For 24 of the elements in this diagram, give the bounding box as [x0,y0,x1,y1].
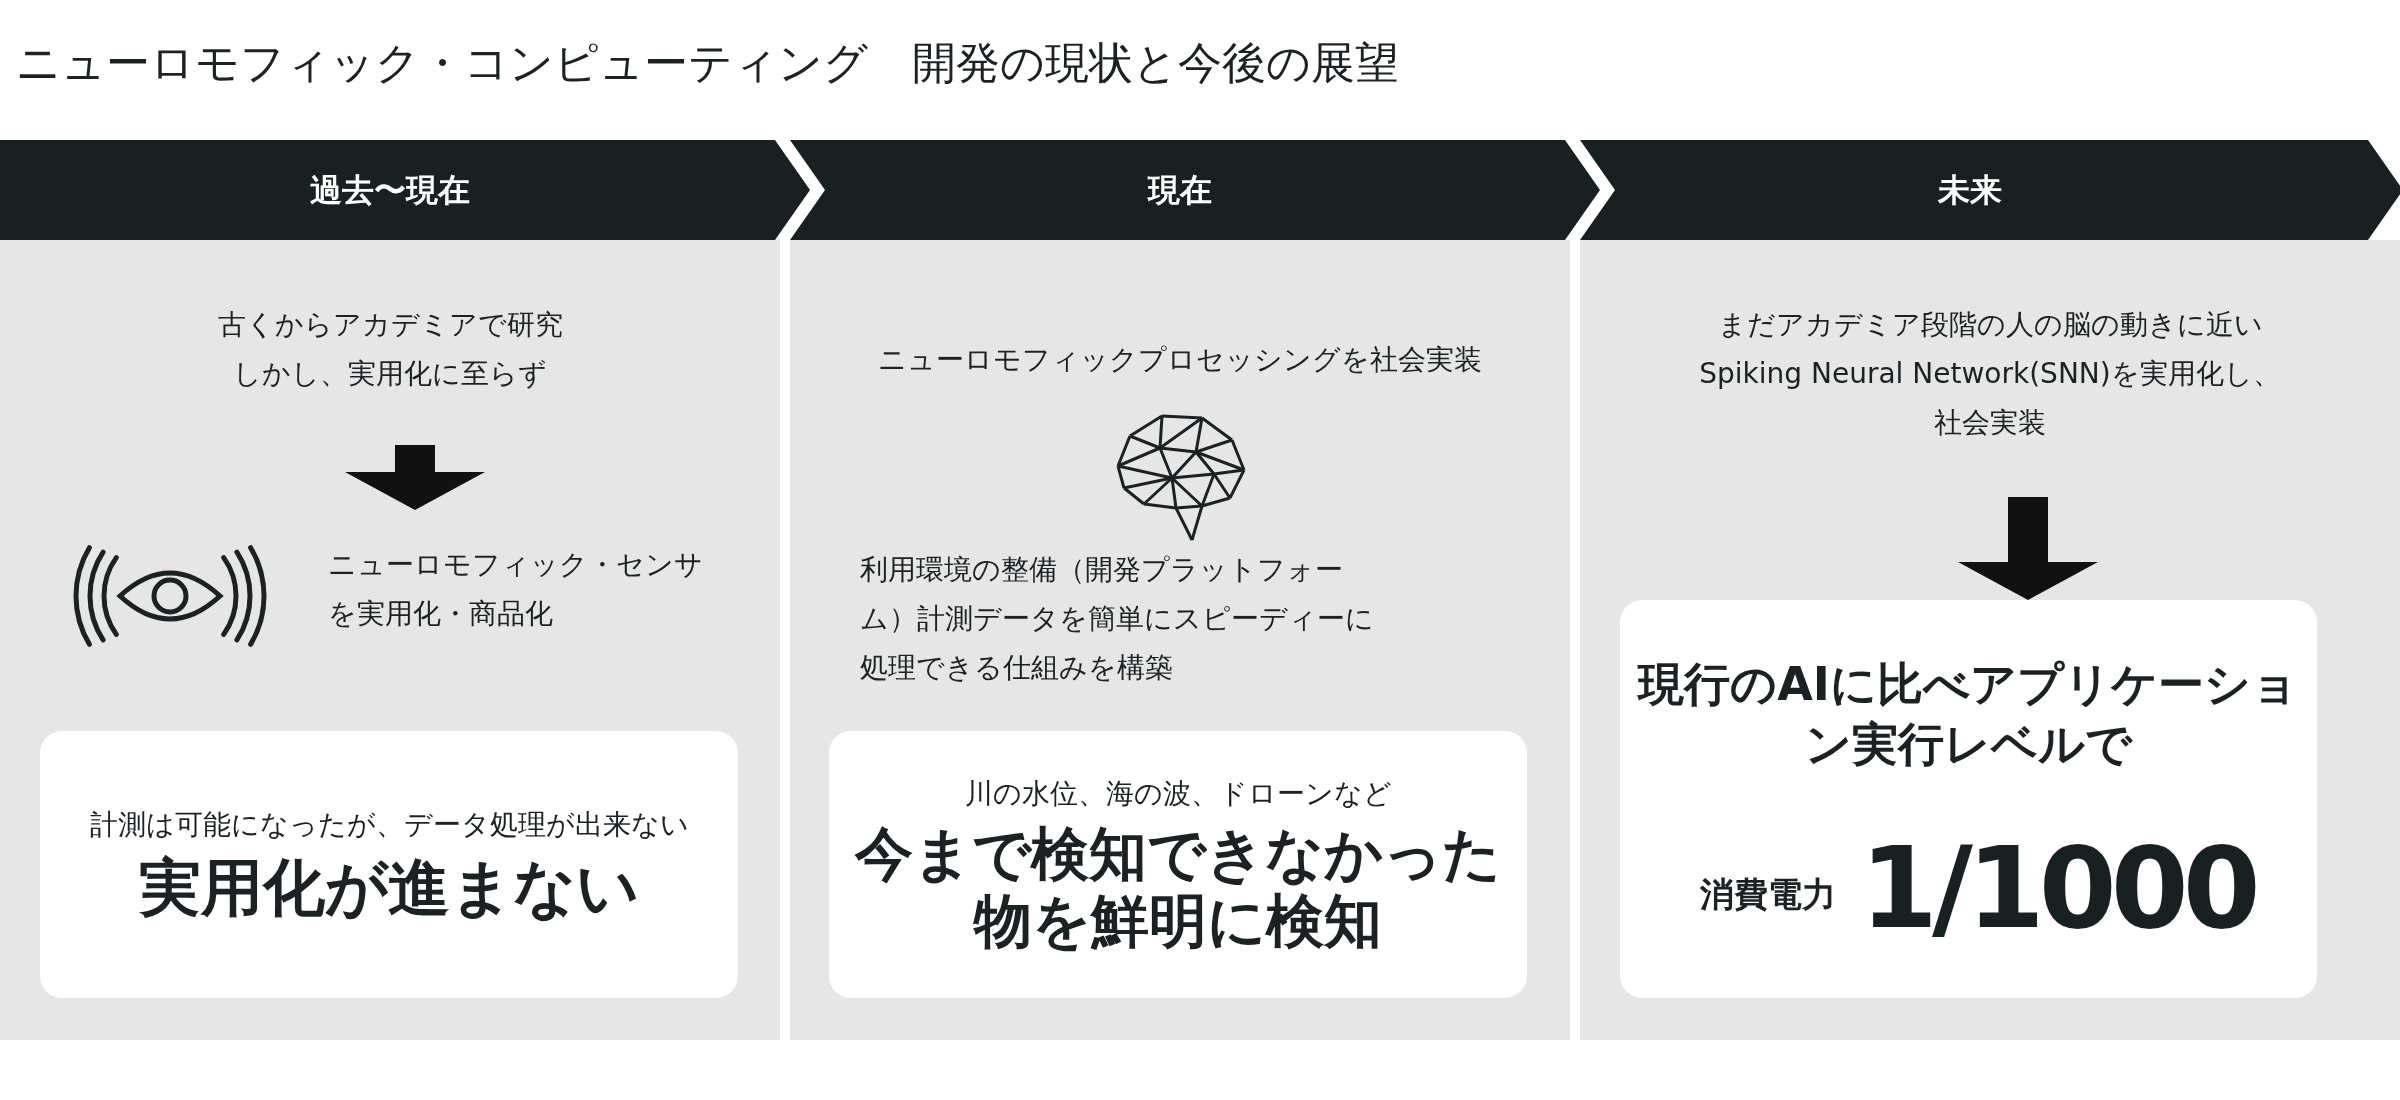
result-card [1620,600,2317,998]
header-label: 未来 [1937,170,2003,210]
description-text: 利用環境の整備（開発プラットフォーム）計測データを簡単にスピーディーに処理できる仕組みを構築 [860,552,1375,686]
description-text: ニューロモフィック・センサを実用化・商品化 [328,547,704,632]
title: ニューロモフィック・コンピューティング 開発の現状と今後の展望 [16,36,1399,90]
column-panel [1580,240,2400,1040]
description-text: 古くからアカデミアで研究しかし、実用化に至らず [216,307,564,392]
column-panel [790,240,1570,1040]
note-text: 川の水位、海の波、ドローンなど [964,776,1392,813]
arrow [345,445,485,510]
result-card [829,731,1527,998]
column-panel [0,240,780,1040]
header-label: 過去〜現在 [309,170,471,210]
header-label: 現在 [1146,170,1213,210]
result-card [40,731,738,998]
arrow [1958,497,2098,600]
metric-label: 消費電力 [1700,873,1836,916]
description-text: まだアカデミア段階の人の脳の動きに近いSpiking Neural Network(SNN)を実用化し、社会実装 [1698,307,2282,441]
metric-value: 1/1000 [1860,832,2255,944]
note-text: 計測は可能になったが、データ処理が出来ない [89,807,689,844]
headline-text: 今まで検知できなかった物を鮮明に検知 [853,821,1502,955]
headline-text: 実用化が進まない [139,852,639,924]
description-text: ニューロモフィックプロセッシングを社会実装 [877,342,1483,378]
headline-text: 現行のAIに比べアプリケーション実行レベルで [1638,656,2298,773]
